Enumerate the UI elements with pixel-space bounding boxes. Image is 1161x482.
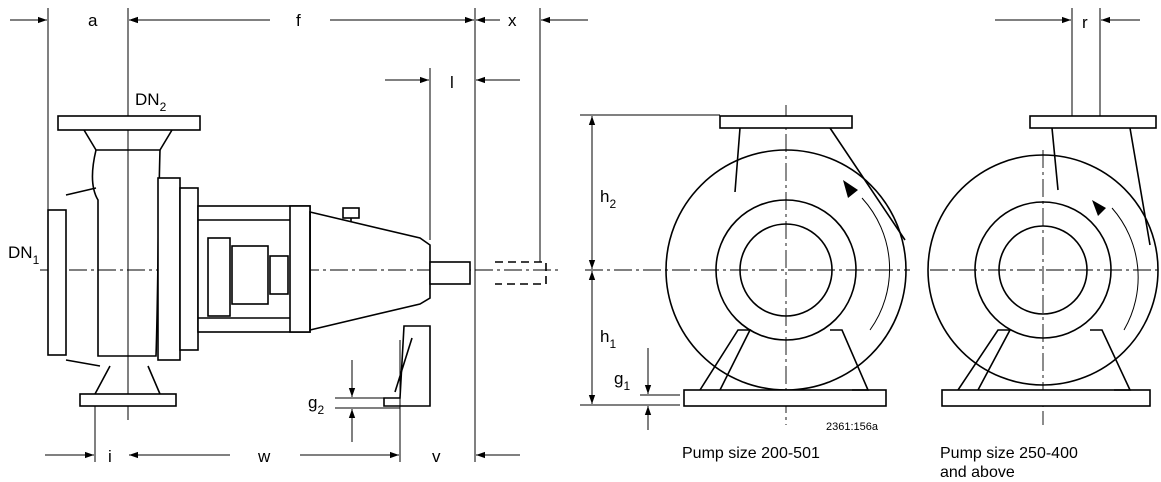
coupling-center xyxy=(231,245,269,305)
discharge-neck-side xyxy=(83,129,173,151)
dim-w-label: w xyxy=(257,447,271,466)
side-view xyxy=(10,8,588,462)
dim-g2-label: g2 xyxy=(308,393,324,417)
discharge-neck-front2 xyxy=(1051,127,1151,246)
casing-ring-front2 xyxy=(974,201,1112,339)
casing-ring-front1 xyxy=(715,199,857,341)
feet-front1 xyxy=(699,329,870,391)
dn1-label: DN1 xyxy=(8,243,40,267)
dim-i-label: i xyxy=(108,447,112,466)
coupling-hub xyxy=(207,237,231,317)
front-view-small-pump: 2361:156a xyxy=(580,105,910,433)
shaft-end xyxy=(429,261,471,285)
dim-l-label: l xyxy=(450,73,454,92)
front-view-large-pump xyxy=(927,8,1159,425)
coupling-insert xyxy=(269,255,289,295)
volute-outer-front2 xyxy=(927,154,1159,386)
dim-h2-label: h2 xyxy=(600,187,616,211)
motor-support-foot xyxy=(383,325,431,407)
rotation-arrow-front2 xyxy=(1092,200,1106,216)
caption-pump-small: Pump size 200-501 xyxy=(682,445,820,462)
inlet-eye-front2 xyxy=(998,225,1088,315)
bearing-bracket-flange xyxy=(179,187,199,351)
discharge-flange-front2 xyxy=(1029,115,1157,129)
feet-front2 xyxy=(957,329,1132,391)
dim-r-label: r xyxy=(1082,13,1088,32)
reference-number: 2361:156a xyxy=(826,421,879,433)
frame-rib xyxy=(289,205,311,333)
casing-outline-side xyxy=(65,187,101,367)
dim-h1-label: h1 xyxy=(600,327,616,351)
dn2-label: DN2 xyxy=(135,90,167,114)
dim-x-label: x xyxy=(508,11,517,30)
inlet-eye-front1 xyxy=(739,223,833,317)
rotation-arc-front1 xyxy=(861,197,891,331)
casing-cover-side xyxy=(157,177,181,361)
casing-foot-side xyxy=(79,393,177,407)
dim-f-label: f xyxy=(296,11,301,30)
suction-flange-side xyxy=(47,209,67,356)
dim-a-label: a xyxy=(88,11,98,30)
dim-g1-label: g1 xyxy=(614,369,630,393)
caption-pump-large-line1: Pump size 250-400 xyxy=(940,445,1078,462)
volute-casing-side xyxy=(91,149,161,357)
discharge-flange-side xyxy=(57,115,201,131)
casing-foot-legs xyxy=(94,365,161,395)
discharge-flange-front1 xyxy=(719,115,853,129)
motor-support-brace xyxy=(394,337,413,393)
base-front1 xyxy=(683,389,887,407)
shaft-extension-x xyxy=(495,261,547,285)
rotation-arrow-front1 xyxy=(843,180,858,198)
rotation-arc-front2 xyxy=(1111,207,1139,331)
motor-body xyxy=(309,210,431,332)
dim-v-label: v xyxy=(432,447,441,466)
base-front2 xyxy=(941,389,1151,407)
vent-plug xyxy=(342,207,360,219)
caption-pump-large-line2: and above xyxy=(940,464,1015,481)
